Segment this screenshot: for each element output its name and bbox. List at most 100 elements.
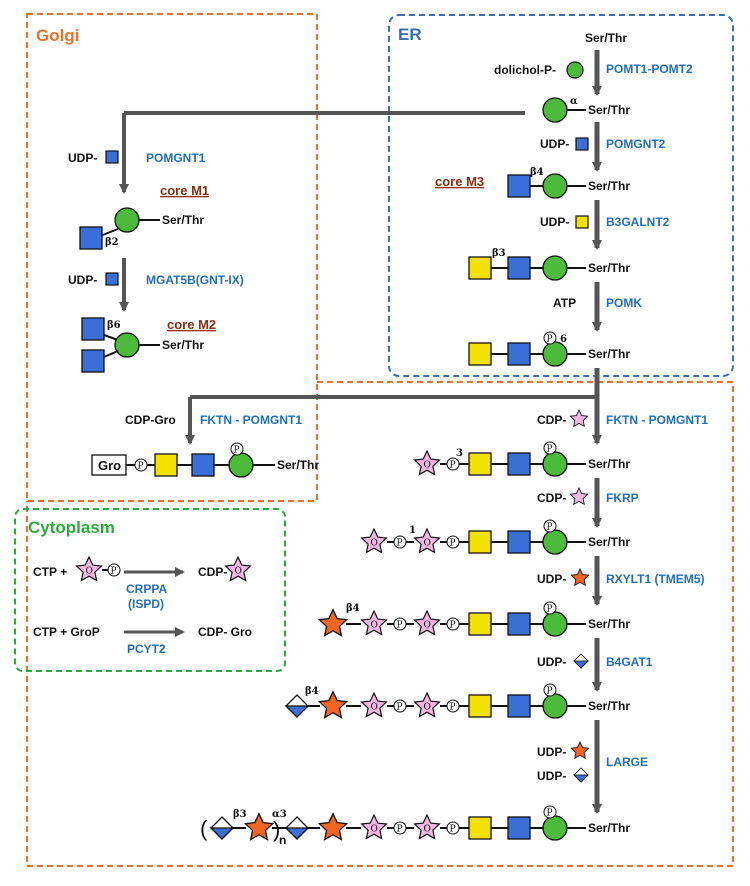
ser-thr-8: Ser/Thr	[588, 699, 630, 713]
linkage-beta3: β3	[492, 248, 506, 259]
enzyme-pomt: POMT1-POMT2	[606, 62, 693, 76]
svg-text:P: P	[547, 687, 553, 697]
svg-text:O: O	[371, 703, 378, 713]
enzyme-pcyt2: PCYT2	[127, 642, 166, 656]
linkage-beta6: β6	[107, 320, 121, 331]
gro-text: Gro	[98, 458, 121, 473]
golgi-label: Golgi	[36, 26, 79, 45]
enzyme-large: LARGE	[606, 755, 648, 769]
ser-thr-2: Ser/Thr	[588, 179, 630, 193]
svg-text:O: O	[424, 621, 431, 631]
svg-text:P: P	[547, 335, 553, 345]
ser-thr-7: Ser/Thr	[588, 617, 630, 631]
svg-text:P: P	[450, 703, 456, 713]
svg-text:P: P	[397, 621, 403, 631]
galnac-square-donor	[575, 215, 589, 229]
glcnac-square	[507, 174, 531, 198]
cytoplasm-cdp-label: CDP-	[198, 565, 227, 579]
golgi-region-lower	[26, 381, 734, 867]
ser-thr-m1: Ser/Thr	[162, 213, 204, 227]
glcnac-square-donor	[575, 137, 589, 151]
ser-thr-4: Ser/Thr	[588, 347, 630, 361]
svg-text:P: P	[547, 523, 553, 533]
cdp-gro-label: CDP-Gro	[125, 413, 176, 427]
cdp-label-1: CDP-	[537, 413, 566, 427]
udp-label-4: UDP-	[537, 655, 566, 669]
linkage-alpha: α	[570, 96, 578, 107]
svg-text:β4: β4	[305, 686, 319, 697]
svg-text:P: P	[547, 605, 553, 615]
svg-text:P: P	[397, 825, 403, 835]
udp-label-6: UDP-	[537, 769, 566, 783]
ser-thr-top: Ser/Thr	[585, 31, 627, 45]
golgi-region	[26, 13, 318, 502]
svg-text:O: O	[424, 825, 431, 835]
man-circle-1	[542, 97, 568, 123]
er-label: ER	[398, 25, 422, 44]
svg-text:O: O	[424, 539, 431, 549]
udp-label-5: UDP-	[537, 745, 566, 759]
enzyme-fktn: FKTN - POMGNT1	[606, 413, 708, 427]
udp-label-golgi-1: UDP-	[68, 151, 97, 165]
enzyme-fkrp: FKRP	[606, 491, 639, 505]
core-m2-label: core M2	[167, 317, 216, 332]
bracket-open: (	[200, 816, 208, 841]
cdp-label-2: CDP-	[537, 491, 566, 505]
svg-text:P: P	[111, 567, 117, 577]
svg-text:O: O	[371, 825, 378, 835]
ser-thr-3: Ser/Thr	[588, 261, 630, 275]
udp-label-2: UDP-	[540, 215, 569, 229]
ser-thr-6: Ser/Thr	[588, 535, 630, 549]
svg-text:β4: β4	[346, 603, 360, 614]
ser-thr-5: Ser/Thr	[588, 457, 630, 471]
enzyme-ispd: (ISPD)	[128, 597, 164, 611]
linkage-beta4: β4	[530, 167, 544, 178]
enzyme-b3galnt2: B3GALNT2	[606, 215, 670, 229]
bracket-close: )	[273, 817, 280, 842]
svg-text:P: P	[547, 445, 553, 455]
linkage-6: 6	[560, 334, 567, 345]
cytoplasm-region	[14, 508, 286, 672]
svg-text:P: P	[450, 621, 456, 631]
enzyme-fktn-golgi: FKTN - POMGNT1	[200, 413, 302, 427]
core-m1-label: core M1	[160, 183, 209, 198]
svg-text:O: O	[371, 621, 378, 631]
enzyme-pomgnt1: POMGNT1	[146, 151, 206, 165]
repeat-n: n	[279, 833, 286, 847]
svg-text:O: O	[235, 567, 242, 577]
svg-text:O: O	[424, 461, 431, 471]
svg-text:P: P	[450, 461, 456, 471]
ser-thr-9: Ser/Thr	[588, 821, 630, 835]
udp-label-golgi-2: UDP-	[68, 273, 97, 287]
ser-thr-gro: Ser/Thr	[277, 458, 319, 472]
ser-thr-m2: Ser/Thr	[162, 338, 204, 352]
svg-text:P: P	[234, 446, 240, 456]
linkage-1: 1	[409, 525, 416, 536]
svg-text:O: O	[424, 703, 431, 713]
linkage-3: 3	[456, 448, 463, 459]
svg-text:P: P	[547, 809, 553, 819]
svg-text:P: P	[450, 539, 456, 549]
linkage-beta2: β2	[105, 237, 119, 248]
atp-label: ATP	[553, 296, 576, 310]
ser-thr-1: Ser/Thr	[588, 103, 630, 117]
svg-text:P: P	[397, 703, 403, 713]
svg-text:O: O	[86, 567, 93, 577]
cytoplasm-cdp-gro-label: CDP- Gro	[198, 625, 252, 639]
man-circle-dolichol	[566, 61, 584, 79]
svg-text:β3: β3	[233, 809, 247, 820]
er-region	[388, 14, 734, 377]
ctp-plus-label: CTP +	[33, 565, 67, 579]
enzyme-pomgnt2: POMGNT2	[606, 137, 666, 151]
svg-text:P: P	[397, 539, 403, 549]
cytoplasm-label: Cytoplasm	[28, 518, 115, 537]
enzyme-crppa: CRPPA	[126, 582, 167, 596]
enzyme-pomk: POMK	[606, 296, 642, 310]
core-m3-label: core M3	[435, 174, 484, 189]
udp-label-3: UDP-	[537, 572, 566, 586]
svg-text:O: O	[371, 539, 378, 549]
svg-text:α3: α3	[272, 809, 287, 820]
enzyme-mgat5b: MGAT5B(GNT-IX)	[146, 273, 244, 287]
enzyme-rxylt1: RXYLT1 (TMEM5)	[606, 572, 704, 586]
